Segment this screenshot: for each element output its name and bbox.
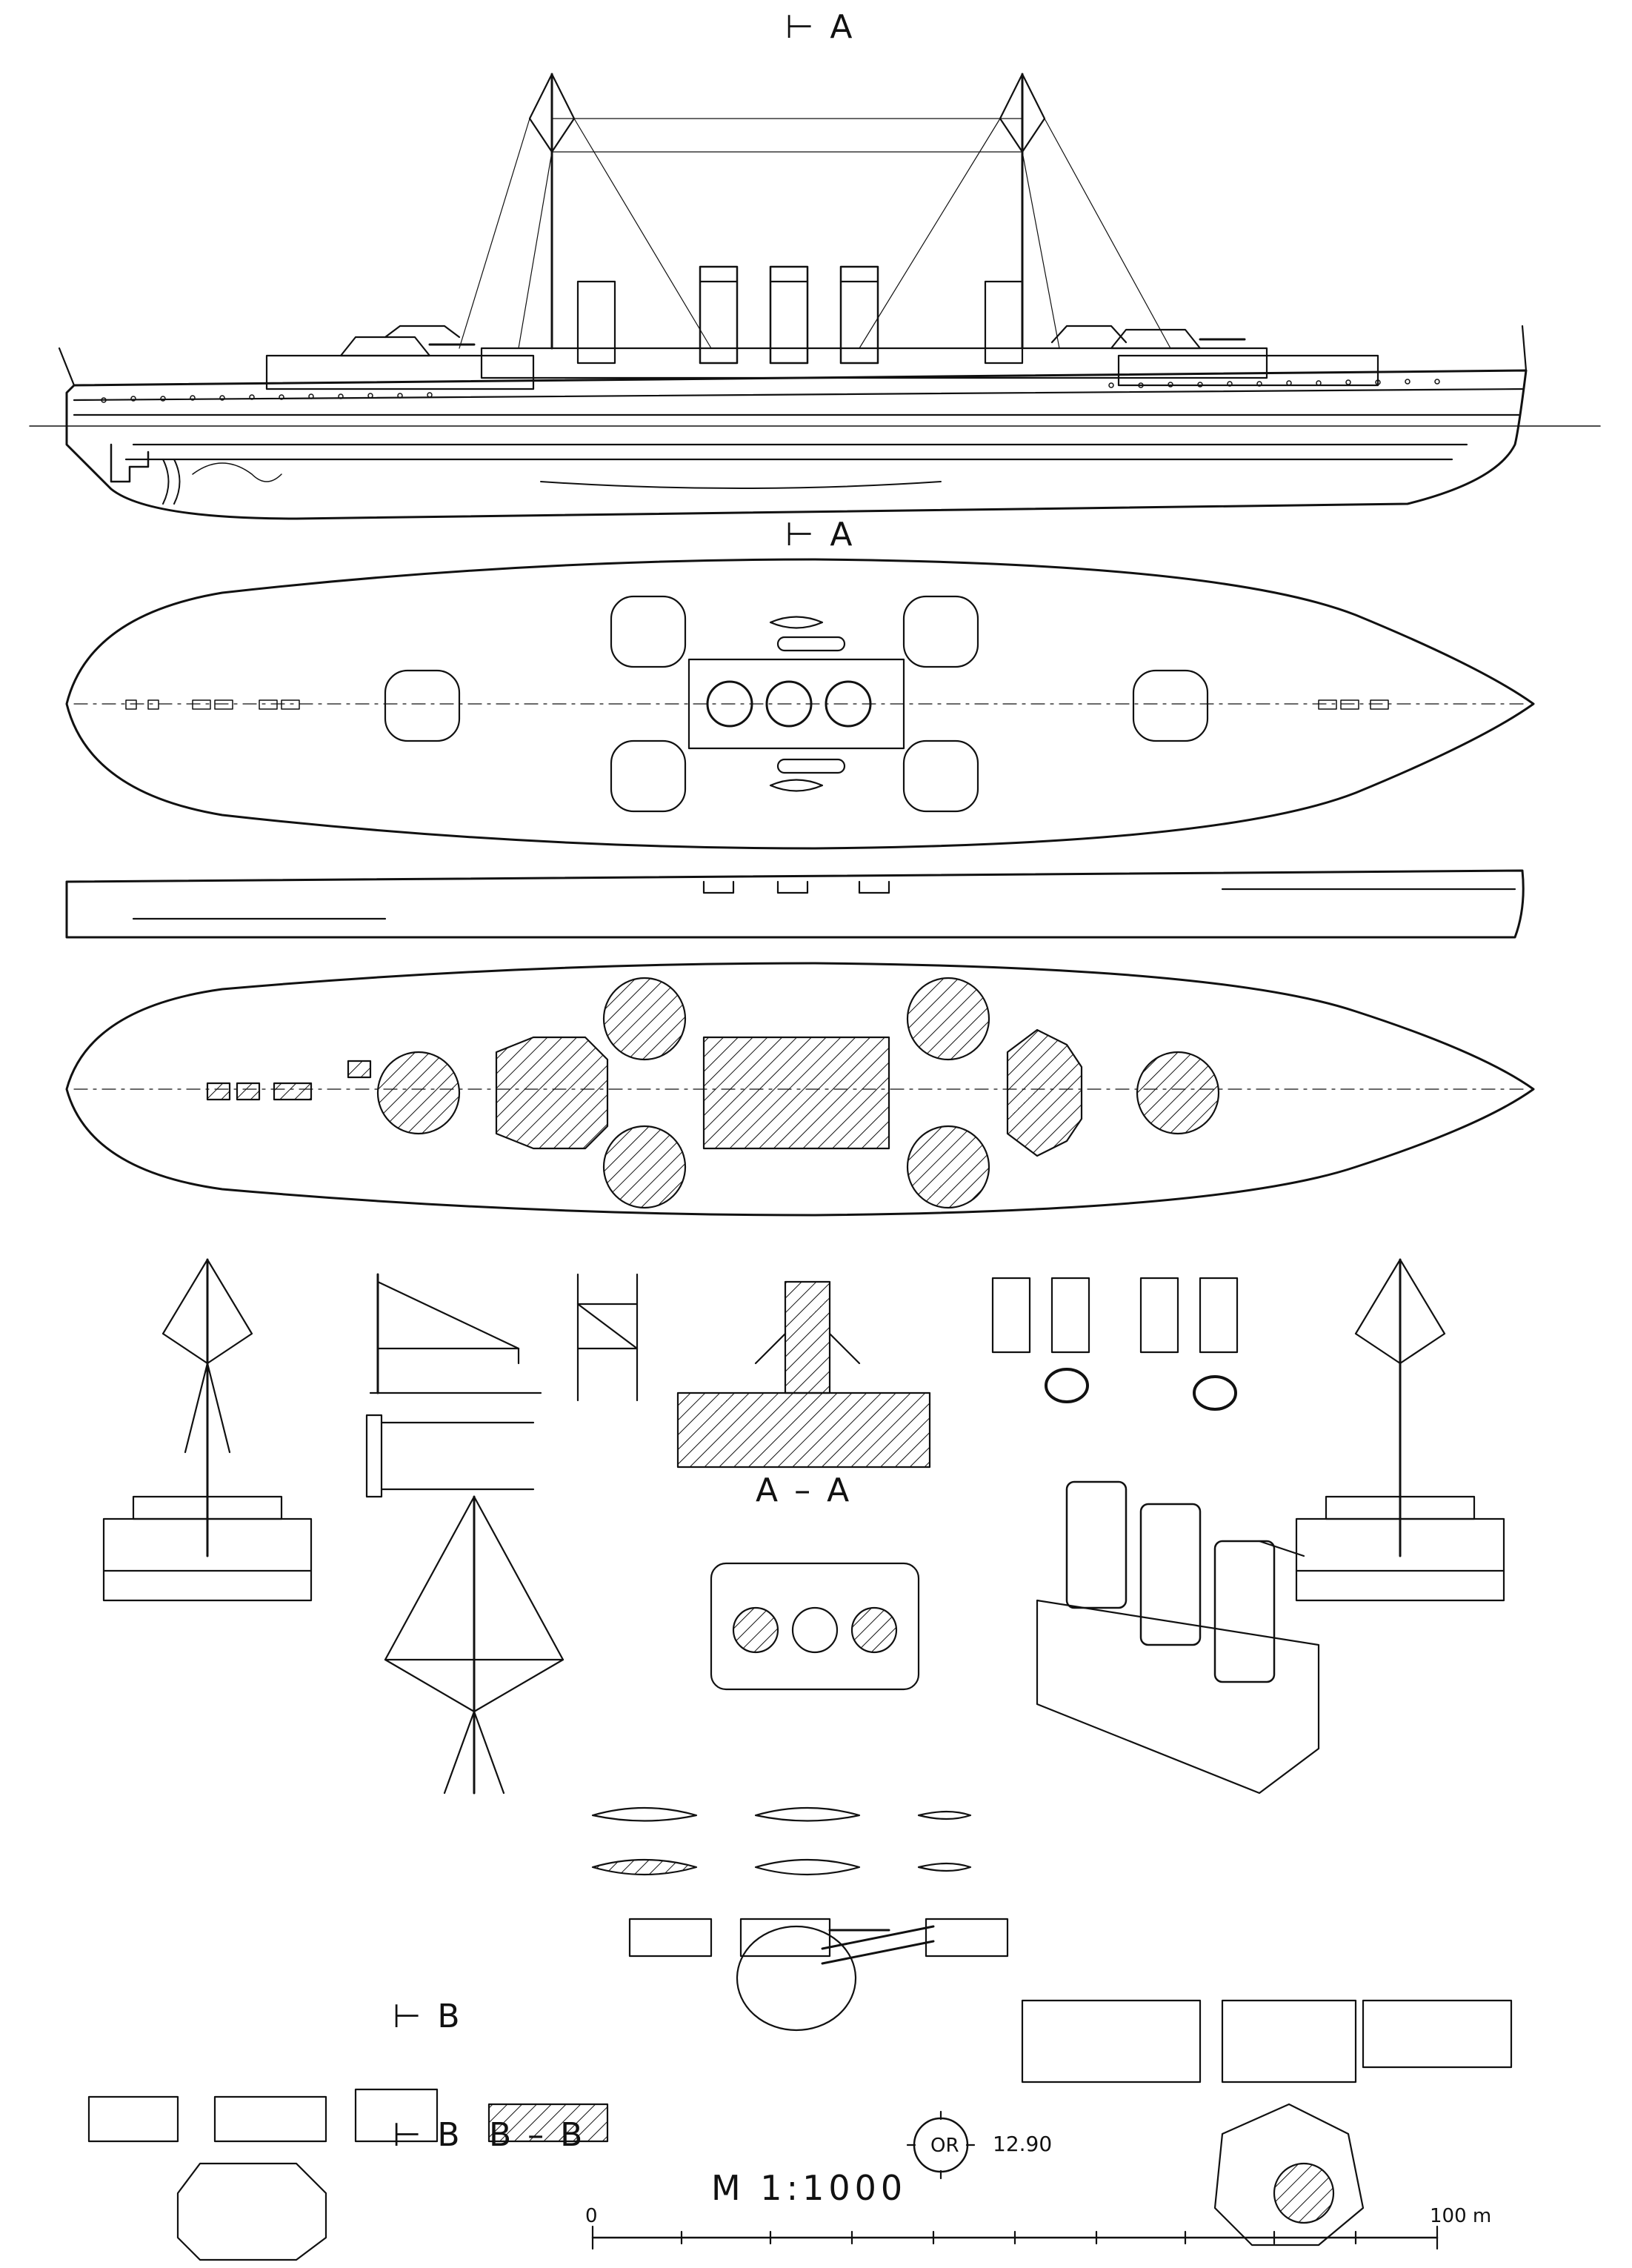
drawing-date: 12.90: [993, 2132, 1053, 2156]
bottom-right-details: [1022, 2001, 1511, 2245]
turret-plan-detail: [711, 1563, 933, 2030]
mainmast-detail: [385, 1497, 563, 1793]
armour-plan: [67, 963, 1533, 1215]
scale-label: M 1:1000: [711, 2168, 907, 2208]
section-a-marker-mid: ⊢ A: [785, 516, 856, 553]
boats-row: [593, 1808, 970, 1875]
section-aa: [678, 1282, 930, 1467]
section-bb-label: B – B: [489, 2116, 586, 2154]
searchlight-tower: [578, 1274, 637, 1400]
scale-start-label: 0: [585, 2205, 598, 2227]
section-a-marker-top: ⊢ A: [785, 8, 856, 46]
section-b-marker-bottom: ⊢ B: [393, 2116, 463, 2154]
deck-plan: [67, 559, 1533, 848]
funnel-isometric: [1037, 1482, 1319, 1793]
side-profile: [30, 74, 1600, 519]
section-aa-label: A – A: [756, 1471, 853, 1509]
hull-strip: [67, 871, 1523, 937]
scale-bar: [593, 2227, 1437, 2249]
crane: [367, 1274, 541, 1497]
scale-end-label: 100 m: [1430, 2205, 1492, 2227]
monogram-seal: [907, 2112, 974, 2178]
bottom-left-details: [89, 2089, 607, 2260]
small-turrets-row: [630, 1919, 1007, 1956]
funnel-details: [993, 1278, 1237, 1409]
monogram-text: OR: [930, 2135, 959, 2157]
section-b-marker-top: ⊢ B: [393, 1998, 463, 2035]
bow-view-left: [104, 1260, 311, 1600]
bow-view-right: [1296, 1260, 1504, 1600]
